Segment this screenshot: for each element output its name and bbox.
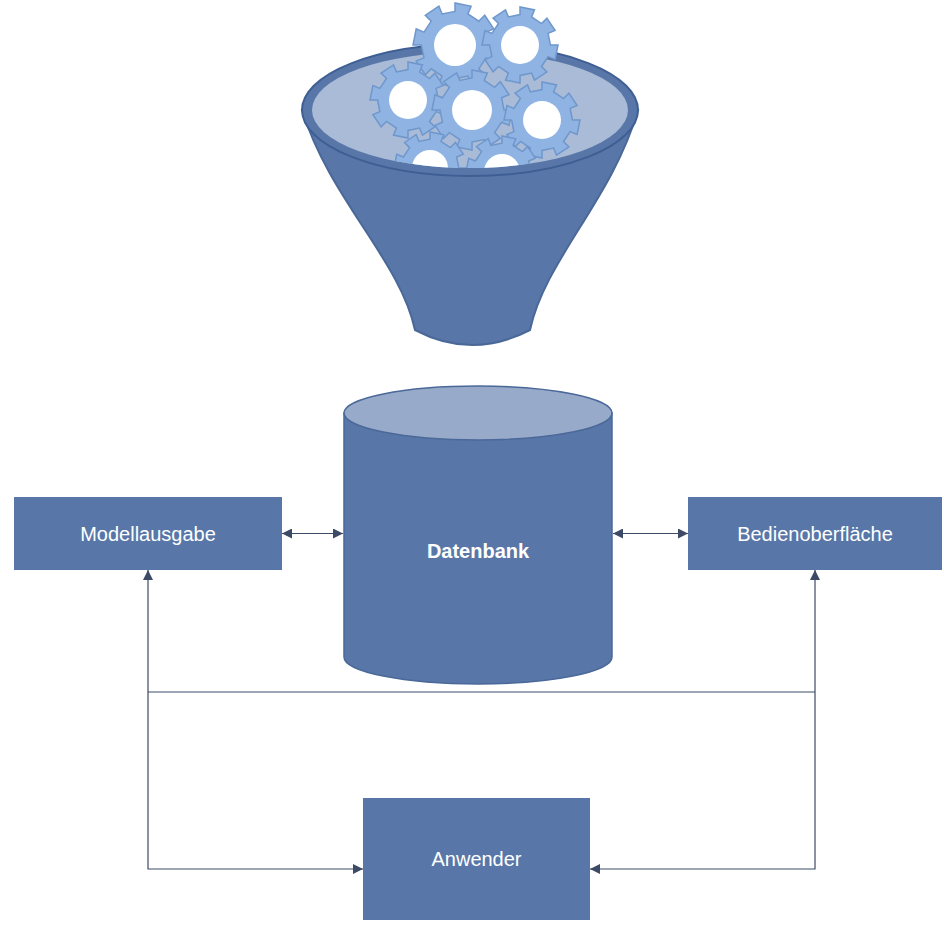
gear <box>394 132 466 204</box>
gear <box>466 136 538 208</box>
user-box: Anwender <box>363 798 590 920</box>
gear-hole <box>484 154 520 190</box>
gear-group <box>370 3 580 208</box>
node-label: Anwender <box>419 847 533 871</box>
node-label: Modellausgabe <box>68 522 228 546</box>
gear-hole <box>412 150 448 186</box>
node-label: Bedienoberfläche <box>725 522 905 546</box>
connector <box>590 570 815 869</box>
output-box: Modellausgabe <box>14 497 282 570</box>
connector <box>148 570 363 869</box>
gear <box>432 70 512 150</box>
connector <box>282 533 343 534</box>
crossbar-line <box>148 691 815 692</box>
gear-hole <box>389 81 427 119</box>
gear-hole <box>523 101 561 139</box>
gear-hole <box>452 90 492 130</box>
node-label: Datenbank <box>415 539 541 563</box>
gear <box>482 7 558 83</box>
gear-hole <box>434 24 476 66</box>
interface-box: Bedienoberfläche <box>688 497 942 570</box>
connector <box>613 533 688 534</box>
cylinder-outline <box>343 385 613 685</box>
gear-hole <box>501 26 539 64</box>
database-cylinder: Datenbank <box>343 385 613 685</box>
